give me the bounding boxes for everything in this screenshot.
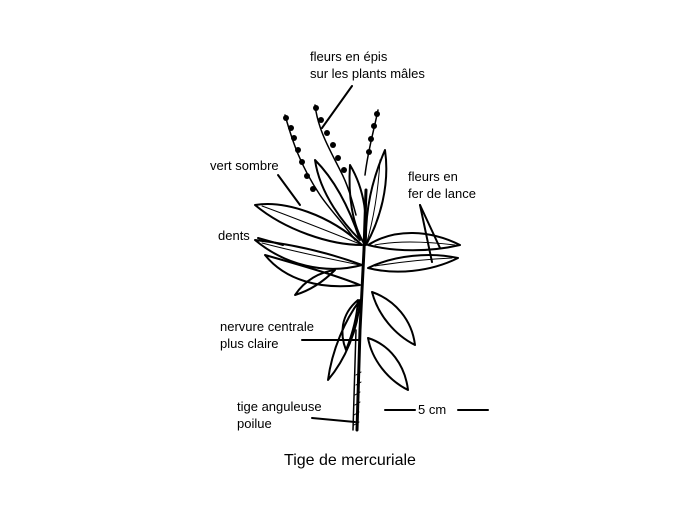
leader-lance-1 (419, 204, 441, 249)
leader-flowers (321, 85, 353, 129)
label-flowers-spikes: fleurs en épis sur les plants mâles (310, 49, 425, 81)
leaf-mid-left (254, 239, 363, 270)
label-lance-flowers: fleurs en fer de lance (408, 169, 476, 201)
leaf-top-left (314, 159, 361, 241)
leaf-lower-right (371, 291, 416, 346)
flower-spikes (283, 104, 380, 241)
scale-bar-label: 5 cm (418, 402, 447, 417)
leaves (254, 149, 461, 391)
figure-caption: Tige de mercuriale (284, 452, 416, 469)
leaf-mid-left-lower (264, 254, 361, 288)
label-stem: tige anguleuse poilue (237, 399, 322, 431)
leaf-bottom-right (367, 337, 409, 391)
label-midrib: nervure centrale plus claire (220, 319, 314, 351)
leader-lines (257, 85, 489, 423)
leader-lance-2 (419, 204, 433, 263)
leaf-upper-left (254, 203, 363, 246)
leader-dark-green (277, 174, 301, 206)
leader-stem (311, 417, 356, 423)
leaf-bottom-left (341, 299, 359, 351)
leaf-mid-left-tip (294, 269, 336, 296)
label-dark-green: vert sombre (210, 158, 279, 173)
label-teeth: dents (218, 228, 250, 243)
leaf-mid-right-upper (367, 232, 461, 252)
leader-teeth (257, 237, 284, 246)
leaf-lower-left (327, 299, 361, 381)
leaf-mid-right-lower (367, 254, 459, 273)
